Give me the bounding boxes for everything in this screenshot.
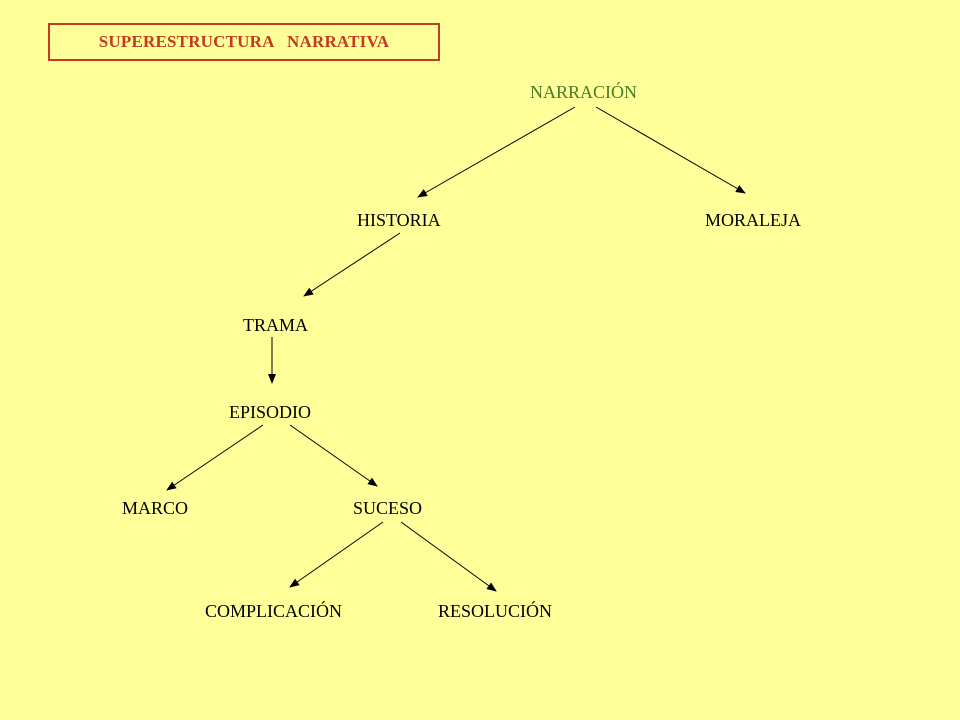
edge-historia-trama — [303, 232, 401, 297]
edge-suceso-complicacion — [289, 521, 384, 588]
node-moraleja: MORALEJA — [705, 210, 802, 230]
node-episodio: EPISODIO — [229, 402, 312, 422]
node-marco: MARCO — [122, 498, 189, 518]
edge-narracion-historia — [417, 106, 576, 198]
node-trama: TRAMA — [243, 315, 309, 335]
node-narracion: NARRACIÓN — [530, 82, 638, 102]
edge-narracion-moraleja — [595, 106, 746, 194]
node-complicacion: COMPLICACIÓN — [205, 601, 343, 621]
edge-episodio-suceso — [289, 424, 378, 487]
diagram-title-box: SUPERESTRUCTURA NARRATIVA — [48, 23, 440, 61]
diagram-title: SUPERESTRUCTURA NARRATIVA — [98, 32, 390, 51]
edge-episodio-marco — [166, 424, 264, 491]
node-historia: HISTORIA — [357, 210, 441, 230]
node-resolucion: RESOLUCIÓN — [438, 601, 553, 621]
node-suceso: SUCESO — [353, 498, 423, 518]
edge-suceso-resolucion — [400, 521, 497, 592]
